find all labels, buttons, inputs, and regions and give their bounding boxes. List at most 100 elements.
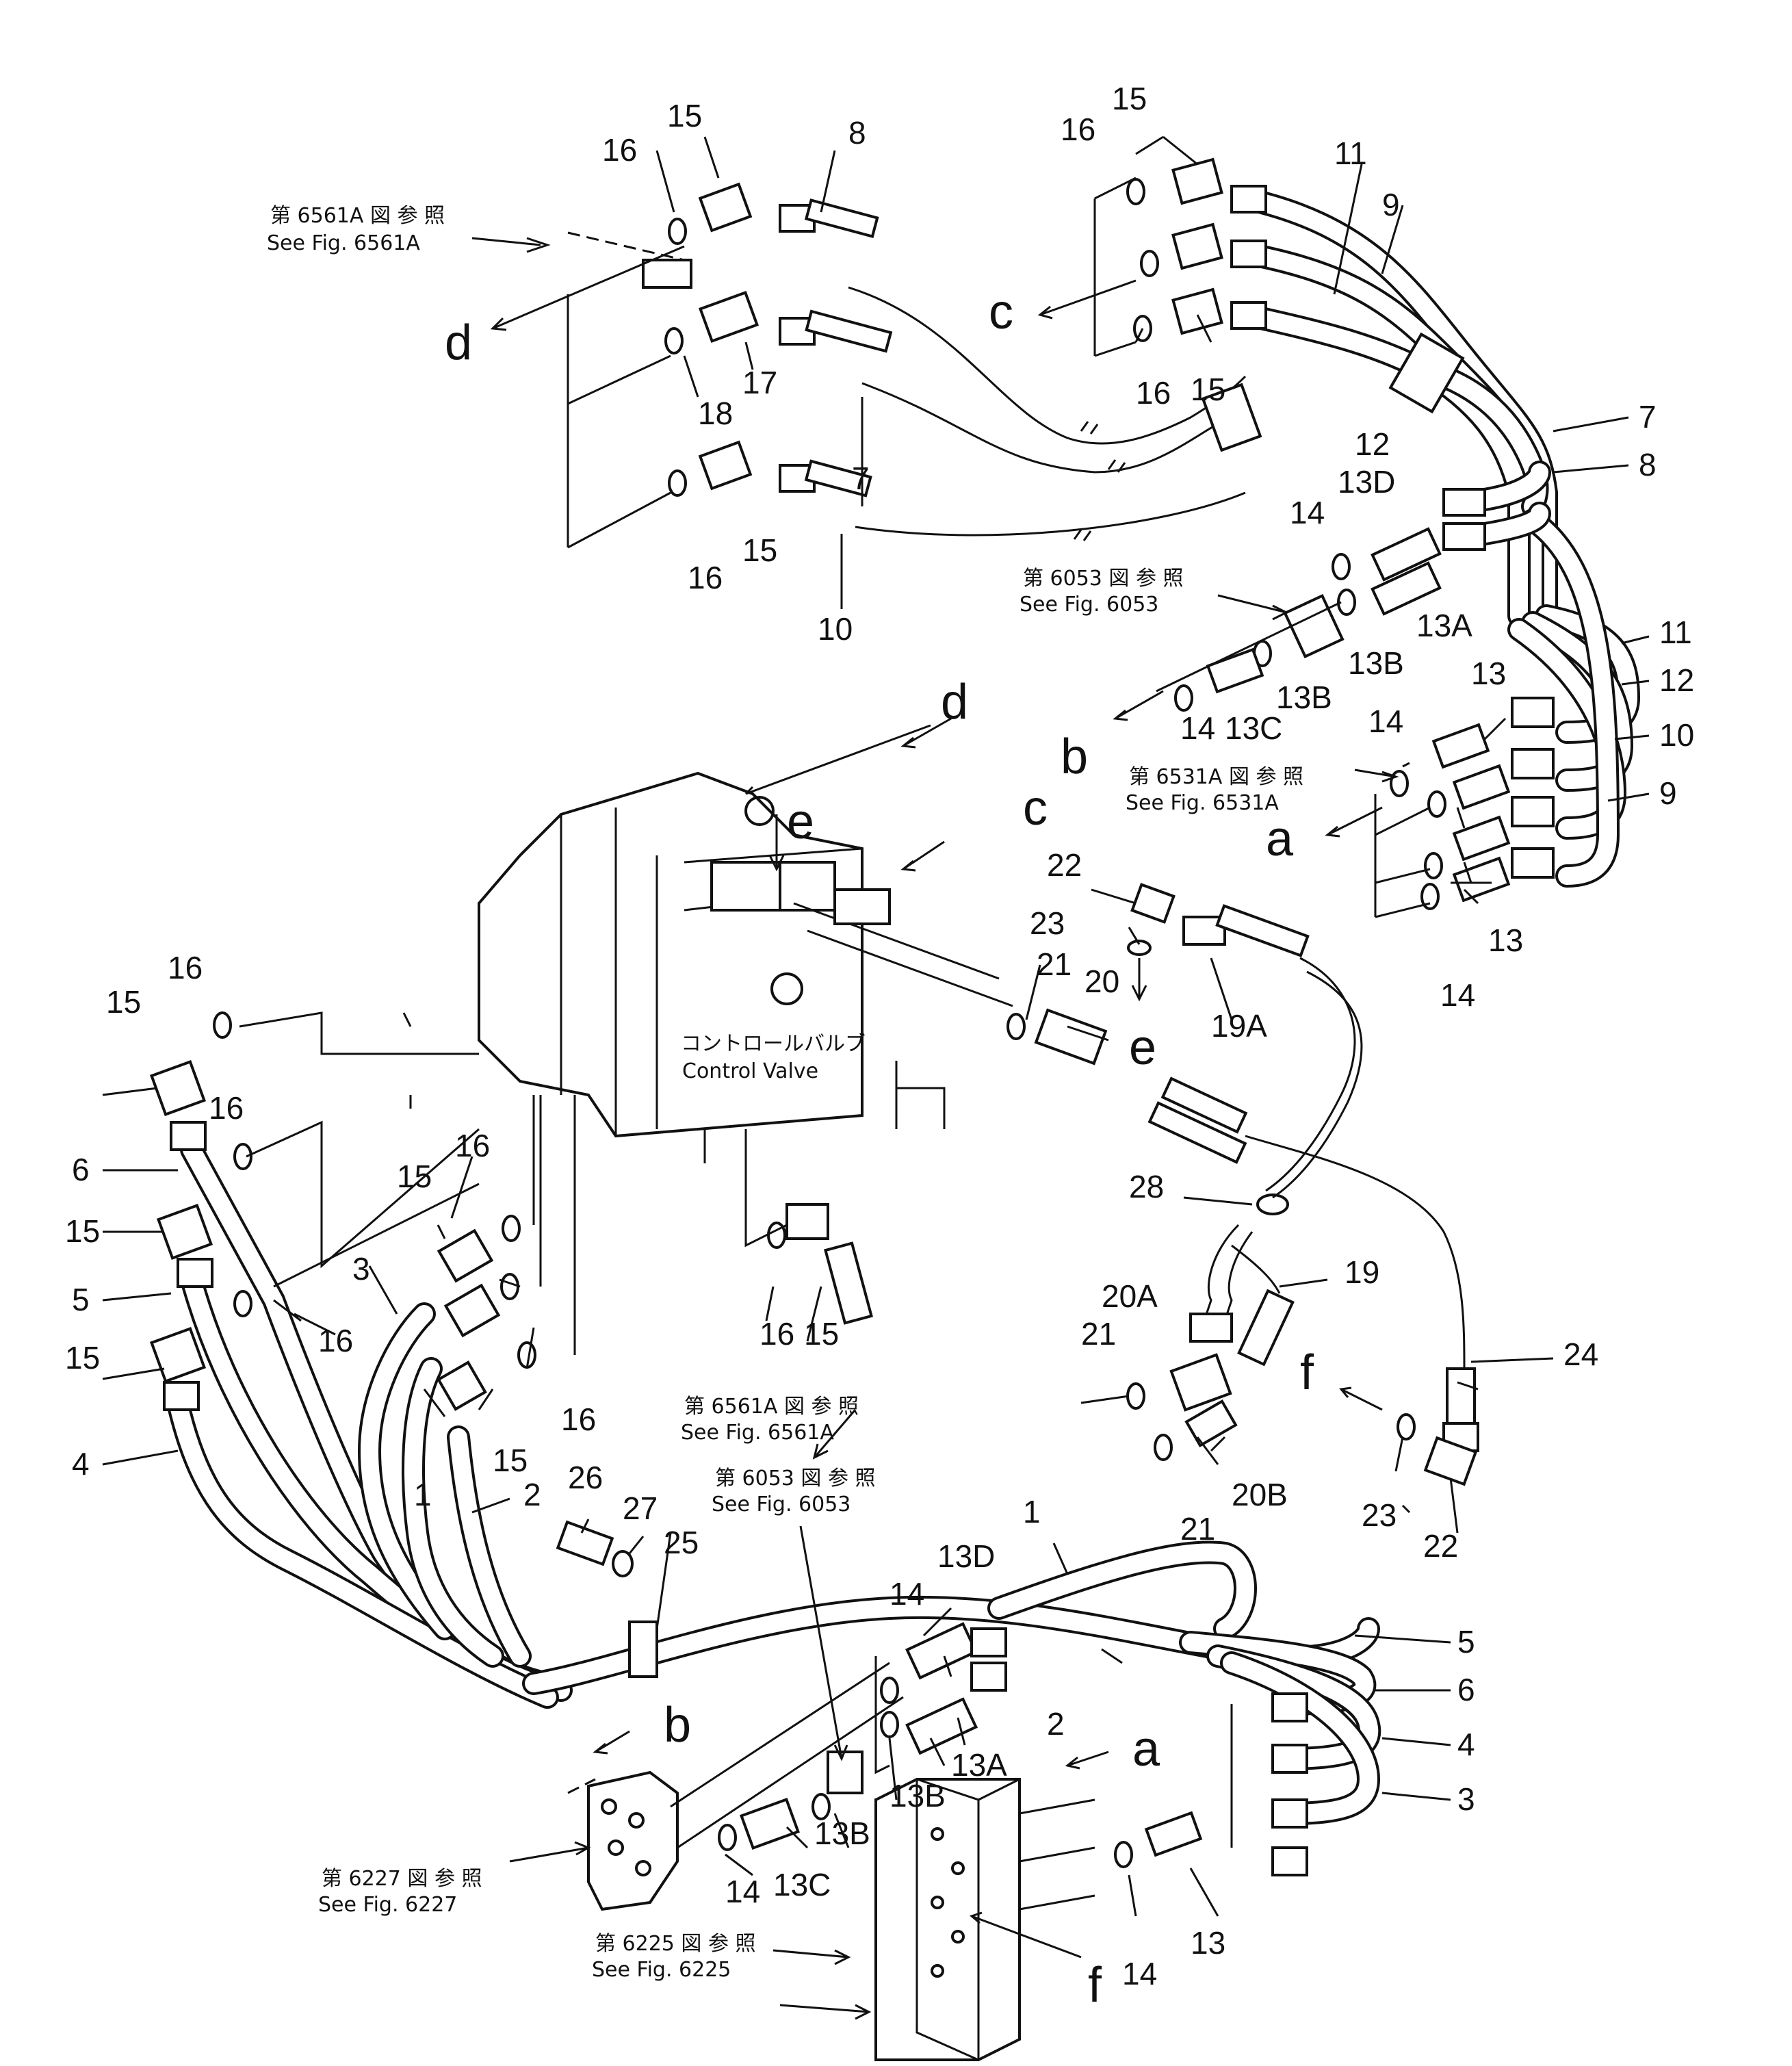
label-16: 16	[209, 1090, 244, 1126]
label-13a: 13A	[1416, 608, 1472, 643]
label-10: 10	[1659, 717, 1694, 753]
letter-d-mid: d	[941, 675, 968, 729]
label-17: 17	[742, 365, 777, 400]
label-20a: 20A	[1102, 1278, 1158, 1314]
label-16: 16	[759, 1316, 794, 1352]
ref-6053-mid-jp: 第 6053 図 参 照	[715, 1467, 876, 1490]
label-13b: 13B	[814, 1816, 870, 1851]
label-19a: 19A	[1211, 1008, 1267, 1044]
ref-6225-jp: 第 6225 図 参 照	[595, 1932, 756, 1956]
ref-6227-en: See Fig. 6227	[318, 1893, 457, 1917]
label-25: 25	[664, 1525, 699, 1560]
label-15: 15	[1112, 81, 1147, 116]
label-11: 11	[1659, 615, 1692, 650]
label-13b: 13B	[889, 1778, 946, 1813]
label-14: 14	[725, 1874, 760, 1909]
connection-letters: d c d b c e a e f b a f	[445, 285, 1314, 2013]
label-16: 16	[688, 560, 723, 595]
label-12: 12	[1659, 662, 1694, 698]
hose-end-12	[1230, 301, 1267, 330]
label-13d: 13D	[937, 1538, 995, 1574]
label-15: 15	[493, 1443, 528, 1478]
letter-c-mid: c	[1023, 781, 1048, 836]
letter-a-bottom: a	[1132, 1722, 1160, 1777]
label-15: 15	[667, 98, 702, 133]
label-3: 3	[1457, 1781, 1475, 1817]
label-13c: 13C	[773, 1867, 831, 1902]
label-1: 1	[1023, 1494, 1041, 1529]
label-4: 4	[1457, 1727, 1475, 1762]
label-16: 16	[602, 132, 637, 168]
label-15: 15	[65, 1340, 100, 1376]
letter-f-bottom: f	[1088, 1958, 1102, 2013]
part-number-labels: 15 16 8 17 18 7 15 16 10 15 16 11 9 15 1…	[65, 81, 1694, 1991]
label-3: 3	[352, 1251, 370, 1287]
label-14: 14	[1290, 495, 1325, 530]
label-16: 16	[168, 950, 203, 985]
label-26: 26	[568, 1460, 603, 1495]
label-28: 28	[1129, 1169, 1164, 1204]
label-15: 15	[1191, 372, 1225, 407]
label-20b: 20B	[1232, 1477, 1288, 1512]
label-22: 22	[1047, 847, 1082, 883]
label-4: 4	[72, 1446, 90, 1482]
label-14: 14	[1368, 703, 1403, 739]
ref-6561a-top-jp: 第 6561A 図 参 照	[270, 204, 445, 228]
letter-a-mid: a	[1266, 812, 1294, 866]
ref-6531a-en: See Fig. 6531A	[1126, 791, 1279, 815]
label-5: 5	[72, 1282, 90, 1317]
top-right-fittings	[1093, 157, 1223, 357]
mid-right-fittings	[1156, 527, 1511, 918]
label-13: 13	[1191, 1925, 1225, 1961]
control-valve	[478, 771, 1013, 1138]
label-15: 15	[804, 1316, 839, 1352]
leader-lines	[102, 135, 1650, 2020]
label-16: 16	[455, 1128, 490, 1163]
left-fittings	[149, 1011, 874, 1577]
label-13: 13	[1471, 656, 1506, 691]
left-hose-bundle	[166, 1138, 1381, 1825]
top-left-fittings	[567, 182, 759, 549]
letter-d-top: d	[445, 315, 472, 370]
control-valve-label-jp: コントロールバルブ	[681, 1032, 866, 1056]
label-13c: 13C	[1225, 710, 1282, 746]
hose-end-9	[1230, 185, 1267, 214]
label-16: 16	[318, 1323, 353, 1358]
control-valve-label-en: Control Valve	[682, 1059, 818, 1083]
ref-6053-mid-en: See Fig. 6053	[712, 1493, 850, 1516]
label-5: 5	[1457, 1624, 1475, 1660]
label-23: 23	[1030, 905, 1065, 941]
label-13a: 13A	[951, 1747, 1007, 1783]
ref-6227-jp: 第 6227 図 参 照	[322, 1867, 482, 1891]
letter-b-bottom: b	[664, 1698, 691, 1753]
top-hose-fittings	[779, 185, 1555, 879]
label-23: 23	[1362, 1497, 1397, 1533]
label-20: 20	[1085, 964, 1119, 999]
reference-labels: 第 6561A 図 参 照 See Fig. 6561A 第 6053 図 参 …	[267, 204, 1303, 1982]
label-14: 14	[1122, 1956, 1157, 1991]
letter-e-top: e	[787, 795, 814, 849]
hose-end-11	[1230, 240, 1267, 268]
label-27: 27	[623, 1490, 658, 1526]
label-15: 15	[742, 532, 777, 568]
ref-6561a-mid-jp: 第 6561A 図 参 照	[684, 1395, 859, 1419]
label-10: 10	[818, 611, 853, 647]
label-16: 16	[1061, 112, 1095, 147]
label-2: 2	[523, 1477, 541, 1512]
label-2: 2	[1047, 1706, 1065, 1742]
label-1: 1	[414, 1477, 432, 1512]
ref-6225-en: See Fig. 6225	[592, 1958, 731, 1982]
label-21: 21	[1081, 1316, 1116, 1352]
label-12: 12	[1355, 426, 1390, 462]
label-13: 13	[1488, 922, 1523, 958]
label-22: 22	[1423, 1528, 1458, 1564]
label-18: 18	[698, 396, 733, 431]
label-9: 9	[1382, 187, 1400, 222]
label-14: 14	[1180, 710, 1215, 746]
label-6: 6	[1457, 1672, 1475, 1707]
ref-6561a-mid-en: See Fig. 6561A	[681, 1421, 834, 1445]
label-16: 16	[561, 1402, 596, 1437]
bottom-blocks	[567, 1622, 1308, 2061]
label-15: 15	[106, 984, 141, 1020]
